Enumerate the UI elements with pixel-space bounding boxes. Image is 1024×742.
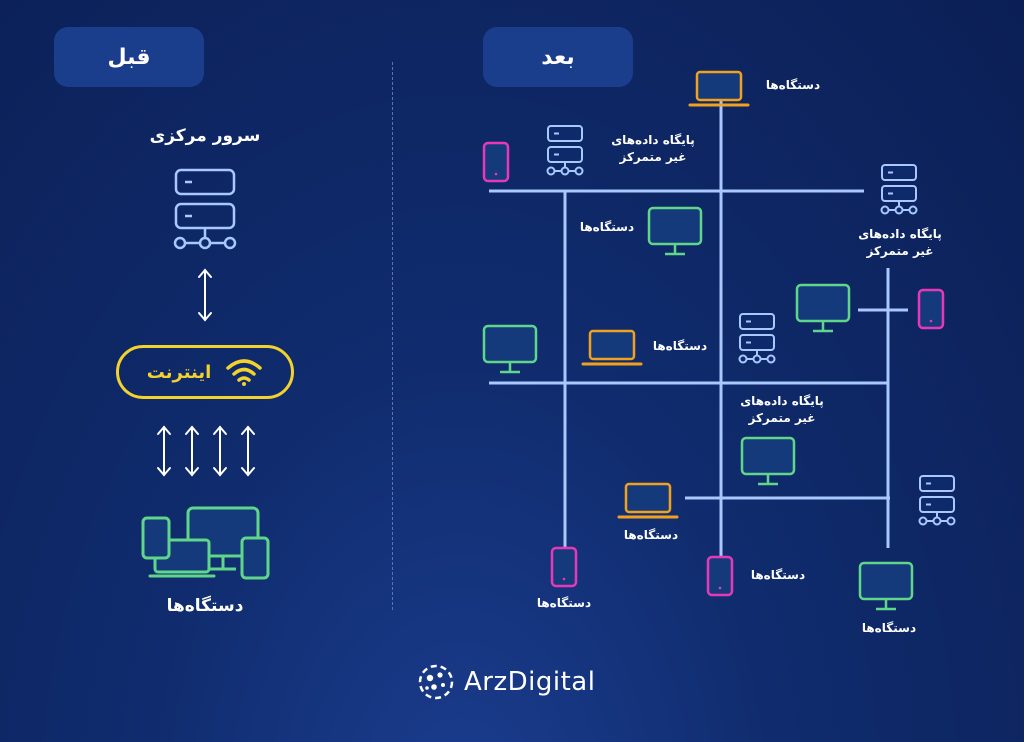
- monitor-icon: [647, 206, 703, 256]
- device-label-6: دستگاه‌ها: [536, 596, 592, 610]
- device-label-4: دستگاه‌ها: [623, 528, 679, 542]
- monitor-icon: [795, 283, 851, 333]
- devices-label-left: دستگاه‌ها: [166, 596, 244, 616]
- db-label-1-line1: پایگاه داده‌های: [611, 133, 695, 147]
- central-server-label: سرور مرکزی: [149, 126, 261, 146]
- laptop-icon: [581, 329, 643, 366]
- db-label-3-line2: غیر متمرکز: [748, 411, 816, 425]
- internet-devices-arrows: [157, 425, 255, 477]
- arzdigital-logo: ArzDigital: [418, 664, 595, 700]
- logo-text: ArzDigital: [464, 667, 596, 697]
- monitor-icon: [858, 561, 914, 611]
- db-label-2: پایگاه داده‌های غیر متمرکز: [845, 226, 955, 260]
- db-label-2-line1: پایگاه داده‌های: [858, 227, 942, 241]
- laptop-icon: [617, 482, 679, 519]
- server-internet-arrow: [198, 268, 212, 322]
- internet-label: اینترنت: [146, 361, 212, 383]
- before-title: قبل: [107, 44, 151, 70]
- laptop-icon: [688, 70, 750, 107]
- after-title: بعد: [541, 44, 575, 70]
- db-label-2-line2: غیر متمرکز: [866, 244, 934, 258]
- phone-icon: [482, 141, 510, 183]
- device-label-1: دستگاه‌ها: [765, 78, 821, 92]
- phone-icon: [917, 288, 945, 330]
- db-label-1: پایگاه داده‌های غیر متمرکز: [598, 132, 708, 166]
- device-cluster-icon: [141, 506, 270, 580]
- device-label-3: دستگاه‌ها: [652, 339, 708, 353]
- db-label-1-line2: غیر متمرکز: [619, 150, 687, 164]
- panel-divider: [392, 62, 393, 610]
- before-title-pill: قبل: [54, 27, 204, 87]
- database-server-icon: [738, 313, 776, 364]
- after-title-pill: بعد: [483, 27, 633, 87]
- internet-badge: اینترنت: [116, 345, 294, 399]
- device-label-5: دستگاه‌ها: [750, 568, 806, 582]
- device-label-2: دستگاه‌ها: [579, 220, 635, 234]
- database-server-icon: [546, 125, 584, 176]
- monitor-icon: [482, 324, 538, 374]
- database-server-icon: [918, 475, 956, 526]
- device-label-7: دستگاه‌ها: [861, 621, 917, 635]
- central-server-icon: [173, 168, 237, 250]
- database-server-icon: [880, 164, 918, 215]
- db-label-3-line1: پایگاه داده‌های: [740, 394, 824, 408]
- db-label-3: پایگاه داده‌های غیر متمرکز: [727, 393, 837, 427]
- logo-mark-icon: [418, 664, 454, 700]
- phone-icon: [550, 546, 578, 588]
- phone-icon: [706, 555, 734, 597]
- wifi-icon: [226, 359, 263, 386]
- monitor-icon: [740, 436, 796, 486]
